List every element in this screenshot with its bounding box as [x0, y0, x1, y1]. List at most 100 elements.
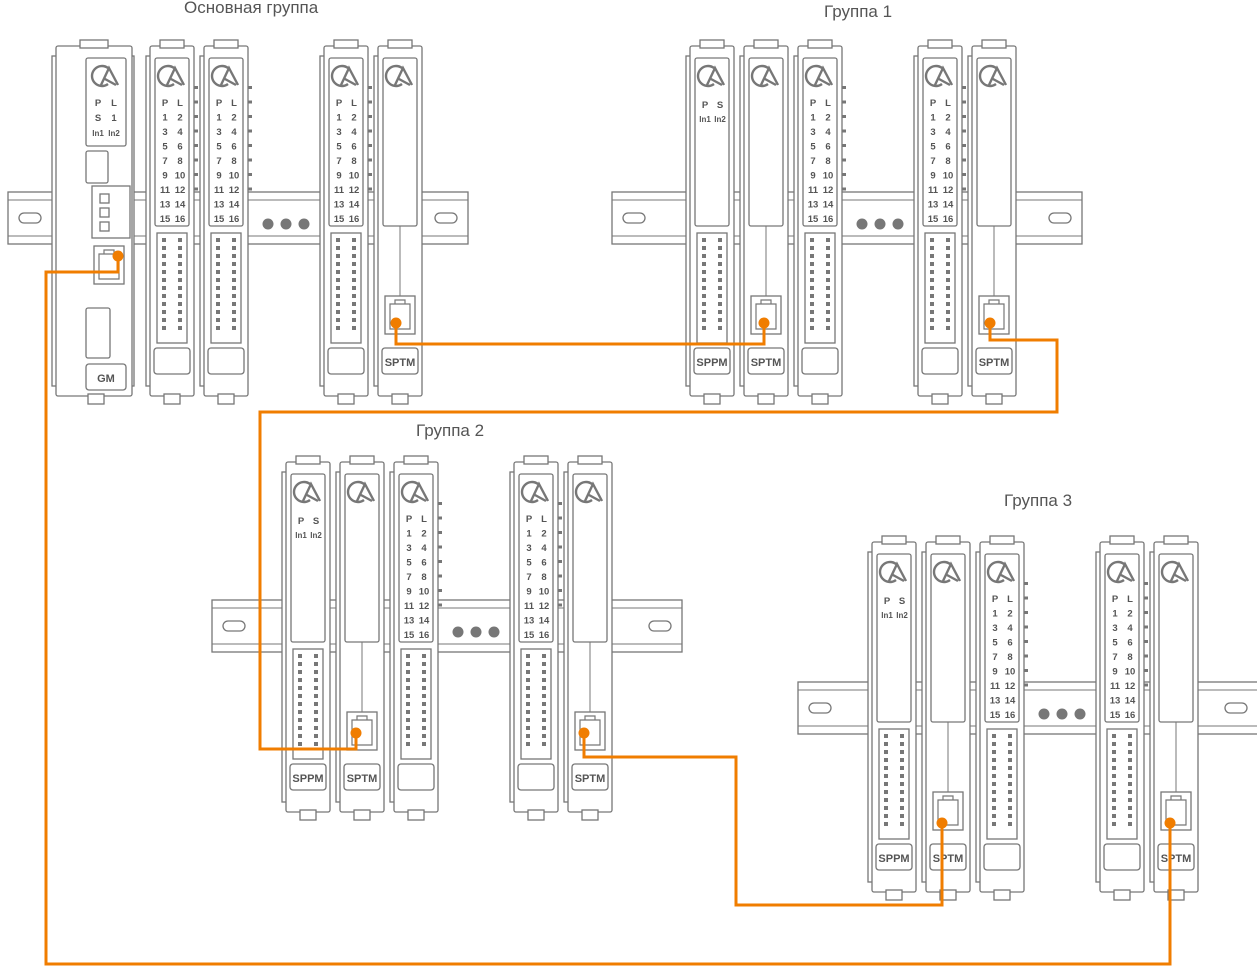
terminal-pin: [216, 294, 220, 298]
terminal-pin: [352, 302, 356, 306]
led-indicator: [248, 187, 252, 191]
io-channel-label: 9: [526, 587, 531, 598]
terminal-pin: [352, 310, 356, 314]
sppm-label: In1: [295, 531, 307, 540]
gm-sd-slot: [85, 150, 109, 184]
terminal-pin: [314, 734, 318, 738]
ca-logo-a: [393, 65, 414, 87]
terminal-pin: [1128, 798, 1132, 802]
terminal-pin: [884, 750, 888, 754]
terminal-pin: [810, 278, 814, 282]
io-channel-label: 8: [945, 156, 950, 167]
terminal-pin: [702, 246, 706, 250]
io-channel-label: L: [177, 98, 183, 109]
io-module-label-box: [153, 347, 191, 375]
io-channel-label: 4: [945, 127, 951, 138]
module-bottom-clip: [985, 393, 1003, 405]
io-channel-label: 7: [526, 572, 531, 583]
sppm-name-box: [289, 763, 327, 791]
terminal-pin: [1128, 814, 1132, 818]
ca-logo-icon: [346, 480, 376, 504]
terminal-pin: [702, 286, 706, 290]
led-indicator: [1144, 582, 1148, 585]
ca-logo-a: [1115, 561, 1136, 583]
terminal-pin: [162, 246, 166, 250]
terminal-pin: [900, 790, 904, 794]
terminal-pin: [900, 742, 904, 746]
led-indicator: [1144, 596, 1148, 600]
terminal-pin: [826, 302, 830, 306]
module-top-clip: [159, 39, 185, 49]
terminal-pin: [542, 654, 546, 658]
terminal-pin: [826, 294, 830, 298]
io-channel-label: 2: [351, 113, 356, 124]
io-channel-label: 6: [1007, 638, 1012, 649]
led-indicator: [368, 100, 372, 104]
terminal-pin: [352, 270, 356, 274]
io-channel-label: 7: [930, 156, 935, 167]
led-indicator: [1024, 654, 1028, 658]
terminal-pin: [900, 806, 904, 810]
io-channel-label: 11: [808, 185, 819, 196]
io-channel-label: 13: [808, 200, 819, 211]
io-channel-label: 16: [823, 214, 834, 225]
cable-group2-to-group3: [582, 733, 944, 907]
io-channel-label: 11: [160, 185, 171, 196]
terminal-pin: [1008, 798, 1012, 802]
cable-endpoint: [984, 317, 996, 329]
ca-logo-c: [750, 64, 769, 88]
terminal-pin: [946, 286, 950, 290]
io-channel-label: 14: [1125, 696, 1136, 707]
terminal-block-body: [986, 728, 1018, 840]
terminal-pin: [178, 262, 182, 266]
terminal-pin: [162, 254, 166, 258]
module-top-clip: [935, 535, 961, 545]
terminal-pin: [826, 254, 830, 258]
terminal-pin: [826, 278, 830, 282]
led-indicator: [558, 574, 562, 578]
ca-logo-c: [384, 64, 403, 88]
io-channel-label: 10: [823, 171, 834, 182]
terminal-pin: [702, 302, 706, 306]
terminal-pin: [884, 822, 888, 826]
sptm-module: SPTM: [335, 455, 385, 821]
io-channel-label: 5: [336, 142, 342, 153]
led-indicator: [248, 129, 252, 133]
terminal-block-body: [210, 232, 242, 344]
io-module-panel: [208, 57, 244, 227]
io-channel-label: 13: [928, 200, 939, 211]
io-channel-label: 9: [930, 171, 935, 182]
terminal-pin: [216, 270, 220, 274]
io-channel-label: 4: [231, 127, 237, 138]
terminal-pin: [422, 702, 426, 706]
led-indicator: [1024, 582, 1028, 585]
gm-top-clip: [79, 39, 109, 49]
sppm-name: SPPM: [696, 357, 727, 369]
terminal-pin: [702, 262, 706, 266]
led-indicator: [368, 115, 372, 118]
terminal-pin: [1008, 750, 1012, 754]
terminal-pin: [992, 806, 996, 810]
din-rail-slot: [222, 620, 246, 632]
io-channel-label: 12: [419, 601, 430, 612]
terminal-pin: [930, 254, 934, 258]
terminal-pin: [992, 798, 996, 802]
terminal-pin: [702, 318, 706, 322]
terminal-pin: [702, 310, 706, 314]
io-channel-label: L: [945, 98, 951, 109]
terminal-pin: [422, 686, 426, 690]
terminal-pin: [718, 294, 722, 298]
ellipsis-dots-icon: [1038, 708, 1086, 720]
io-channel-label: L: [541, 514, 547, 525]
terminal-pin: [526, 662, 530, 666]
ca-logo-icon: [574, 480, 604, 504]
terminal-pin: [314, 726, 318, 730]
ca-logo-a: [219, 65, 240, 87]
io-channel-label: 10: [943, 171, 954, 182]
port-socket: [1165, 795, 1187, 826]
io-channel-label: 8: [177, 156, 182, 167]
terminal-pin: [1128, 758, 1132, 762]
terminal-pin: [992, 750, 996, 754]
terminal-pin: [1128, 742, 1132, 746]
